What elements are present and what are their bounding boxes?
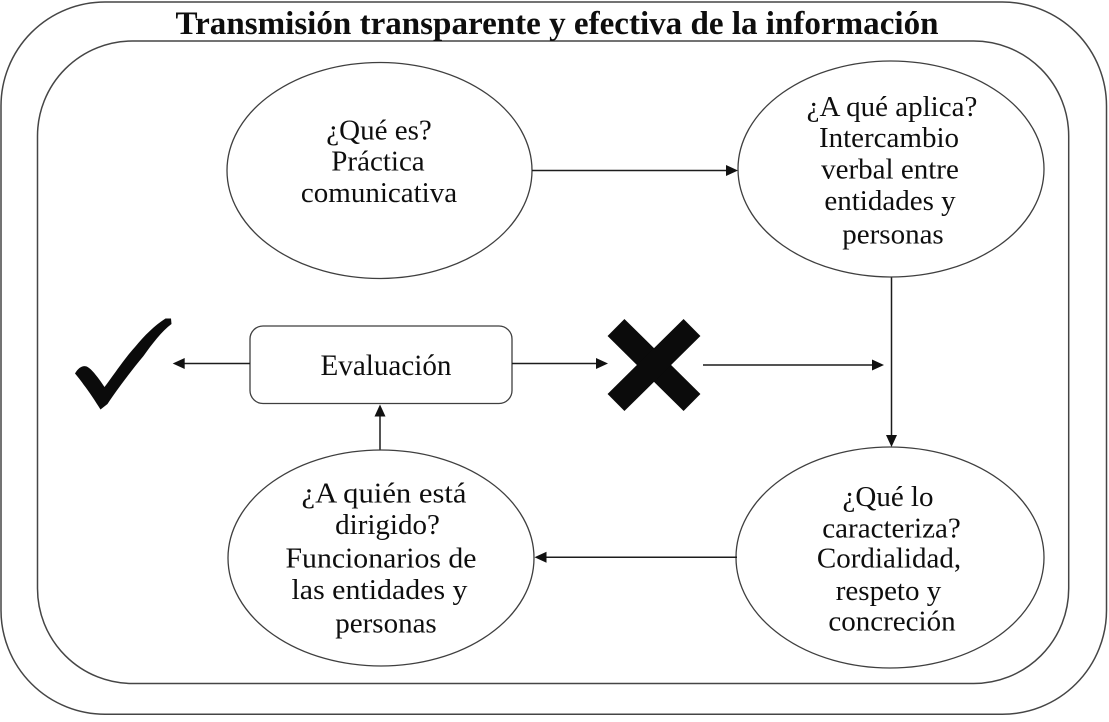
svg-text:Práctica: Práctica: [331, 146, 425, 178]
svg-text:las entidades y: las entidades y: [292, 574, 469, 606]
svg-text:comunicativa: comunicativa: [301, 177, 457, 209]
svg-text:¿A quién está: ¿A quién está: [302, 478, 467, 510]
svg-text:caracteriza?: caracteriza?: [822, 513, 960, 545]
svg-text:Intercambio: Intercambio: [819, 122, 959, 154]
svg-text:¿Qué es?: ¿Qué es?: [326, 115, 431, 147]
svg-text:verbal entre: verbal entre: [821, 154, 959, 186]
svg-text:Evaluación: Evaluación: [321, 349, 452, 382]
svg-text:personas: personas: [335, 608, 436, 640]
svg-text:personas: personas: [842, 219, 943, 251]
svg-text:¿Qué lo: ¿Qué lo: [843, 481, 934, 513]
svg-text:Transmisión transparente y efe: Transmisión transparente y efectiva de l…: [176, 6, 939, 42]
svg-text:entidades y: entidades y: [824, 185, 956, 217]
svg-text:concreción: concreción: [828, 606, 956, 638]
svg-text:Funcionarios de: Funcionarios de: [286, 543, 477, 575]
svg-text:dirigido?: dirigido?: [335, 509, 440, 541]
svg-text:Cordialidad,: Cordialidad,: [817, 543, 961, 575]
svg-text:respeto y: respeto y: [836, 575, 942, 607]
svg-text:¿A qué aplica?: ¿A qué aplica?: [807, 91, 978, 123]
